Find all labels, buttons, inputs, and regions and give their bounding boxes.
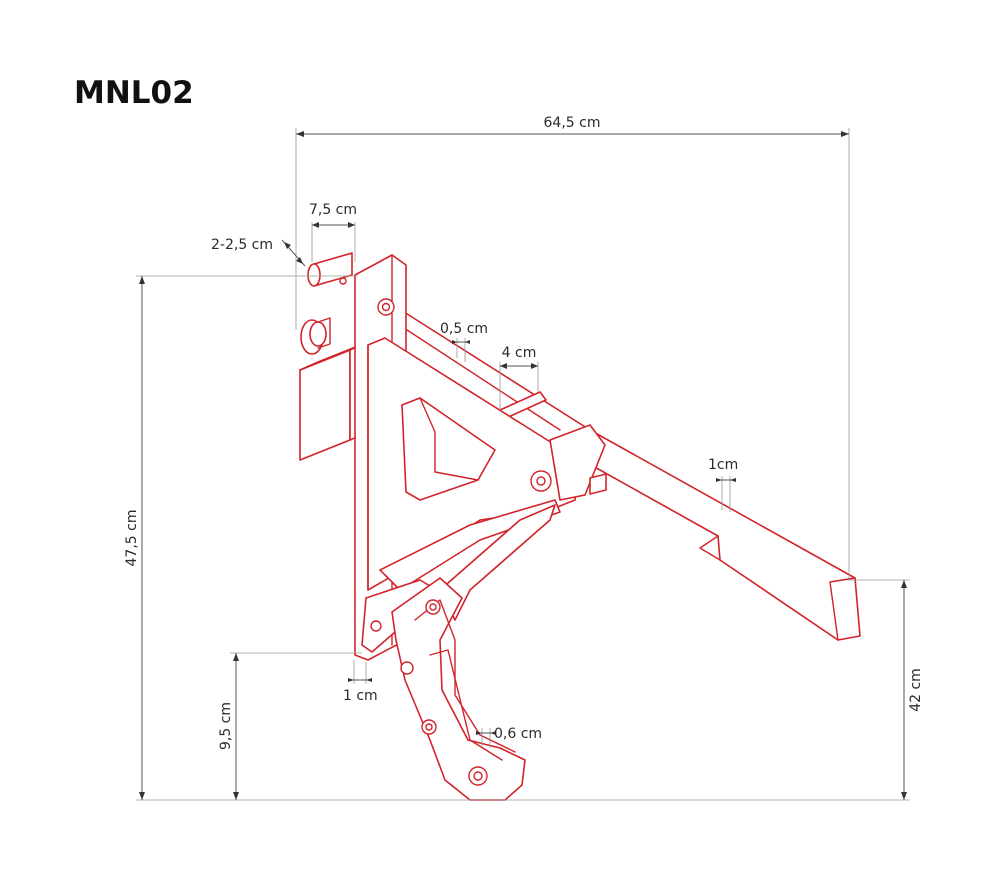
label-hook-height: 9,5 cm	[218, 702, 234, 750]
label-slot-offset: 4 cm	[502, 345, 537, 361]
label-pin-diameter: 2-2,5 cm	[211, 237, 273, 253]
label-total-height: 47,5 cm	[124, 510, 140, 567]
hook	[391, 577, 526, 801]
dimension-plate-thickness: 1 cm	[343, 660, 378, 704]
dimension-pin-diameter: 2-2,5 cm	[211, 237, 306, 267]
dimension-total-height: 47,5 cm	[124, 275, 910, 801]
knob	[300, 317, 331, 355]
pin	[307, 252, 353, 287]
dimension-overall-width: 64,5 cm	[295, 115, 850, 578]
dimension-pin-length: 7,5 cm	[309, 202, 357, 262]
dimension-arm-height: 42 cm	[848, 579, 924, 800]
label-arm-height: 42 cm	[908, 668, 924, 712]
dimension-hook-height: 9,5 cm	[218, 652, 362, 800]
product-code-title: MNL02	[74, 75, 194, 111]
label-hook-thickness: 0,6 cm	[494, 726, 542, 742]
linkage	[379, 499, 561, 621]
dimension-slot-offset: 4 cm	[499, 345, 539, 410]
dimension-arm-thickness: 1cm	[708, 457, 738, 512]
label-plate-thickness: 1 cm	[343, 688, 378, 704]
label-slot-width: 0,5 cm	[440, 321, 488, 337]
label-pin-length: 7,5 cm	[309, 202, 357, 218]
gusset-plate	[367, 337, 579, 591]
pivot-bracket	[549, 424, 607, 501]
label-overall-width: 64,5 cm	[544, 115, 601, 131]
hitch-bracket-drawing	[299, 252, 861, 801]
dimension-hook-thickness: 0,6 cm	[476, 726, 542, 748]
dimension-slot-width: 0,5 cm	[440, 321, 488, 362]
label-arm-thickness: 1cm	[708, 457, 738, 473]
